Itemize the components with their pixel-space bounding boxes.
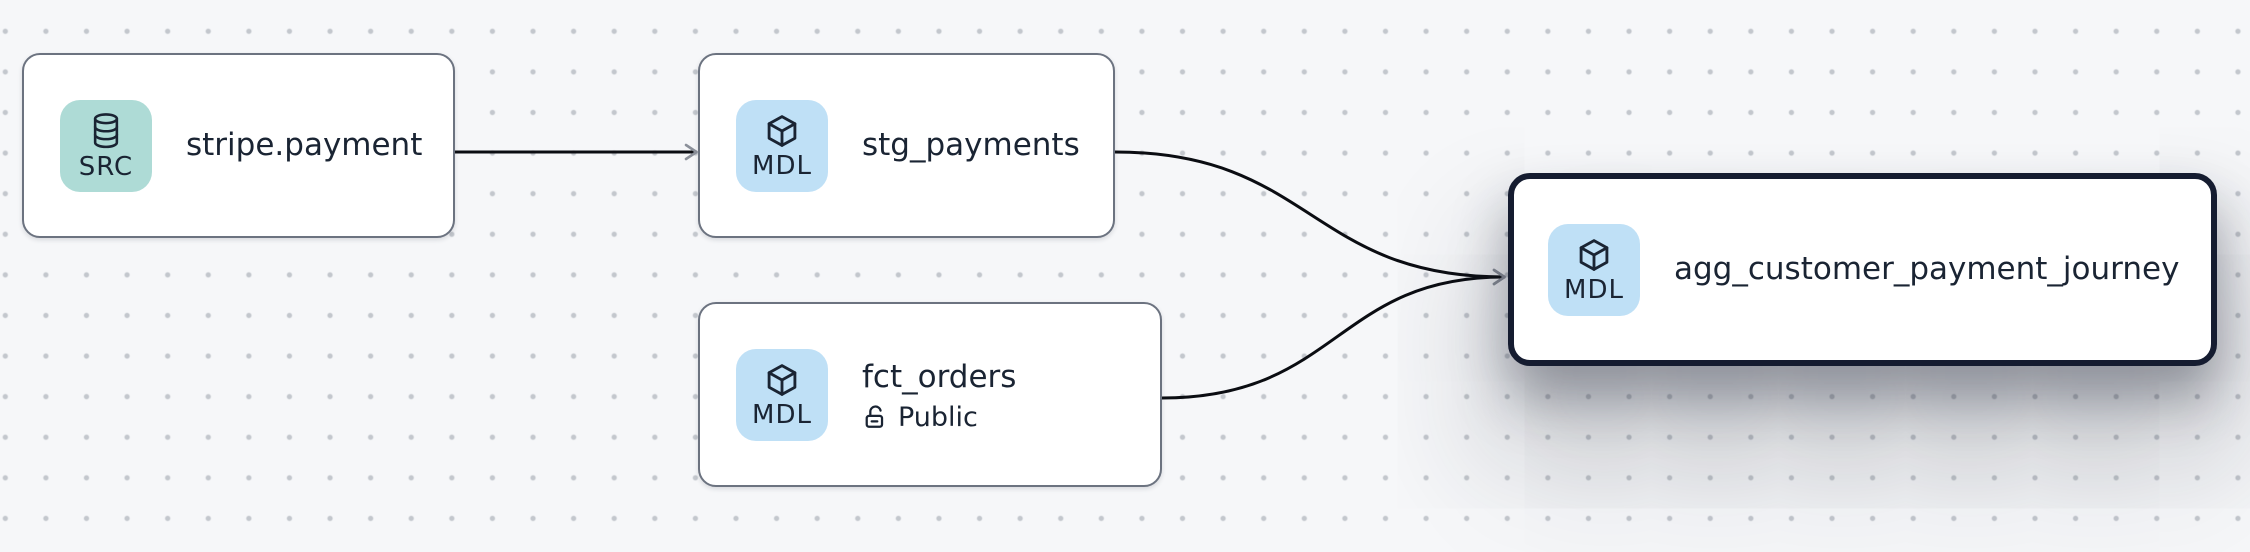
cube-icon	[767, 114, 797, 147]
node-agg-customer-payment-journey[interactable]: MDL agg_customer_payment_journey	[1508, 173, 2217, 366]
node-fct-orders[interactable]: MDL fct_orders Public	[698, 302, 1162, 487]
badge-label: MDL	[752, 399, 812, 430]
node-title: stripe.payment	[186, 127, 423, 164]
model-badge: MDL	[736, 99, 828, 192]
node-title: agg_customer_payment_journey	[1674, 251, 2180, 288]
model-badge: MDL	[736, 348, 828, 441]
badge-label: MDL	[1564, 274, 1624, 305]
node-title: stg_payments	[862, 127, 1080, 164]
access-row: Public	[862, 404, 1016, 431]
lock-open-icon	[865, 405, 884, 428]
cube-icon	[1579, 238, 1609, 271]
source-badge: SRC	[60, 99, 152, 192]
node-stg-payments[interactable]: MDL stg_payments	[698, 53, 1115, 238]
access-label: Public	[898, 401, 978, 433]
database-icon	[93, 112, 119, 148]
model-badge: MDL	[1548, 223, 1640, 316]
badge-label: MDL	[752, 150, 812, 181]
edge-fct-orders-to-agg-customer-payment-journey	[1160, 268, 1506, 400]
node-stripe-payment[interactable]: SRC stripe.payment	[22, 53, 455, 238]
cube-icon	[767, 363, 797, 396]
edge-stg-payments-to-agg-customer-payment-journey	[1113, 150, 1506, 286]
node-title: fct_orders	[862, 359, 1017, 396]
badge-label: SRC	[78, 151, 134, 182]
